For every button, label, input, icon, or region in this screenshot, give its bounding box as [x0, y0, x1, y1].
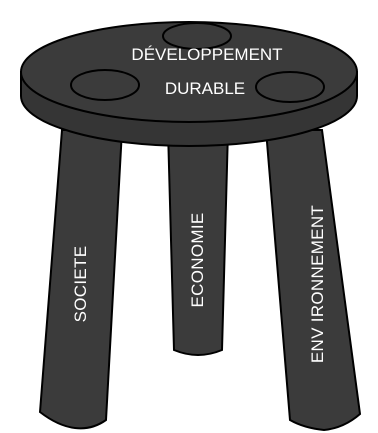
seat-title-line1: DÉVELOPPEMENT [131, 45, 282, 64]
seat-hole-top [162, 22, 232, 50]
leg-left-label: SOCIETE [71, 246, 90, 323]
seat-hole-left [70, 69, 140, 101]
legs [38, 129, 362, 432]
seat-title-line2: DURABLE [165, 79, 245, 98]
leg-right [264, 129, 362, 432]
seat-hole-right [255, 71, 325, 103]
seat-top [20, 21, 358, 123]
leg-left [38, 129, 124, 430]
leg-middle-label: ECONOMIE [188, 213, 207, 308]
leg-right-label: ENV IRONNEMENT [308, 205, 327, 363]
seat [20, 21, 358, 147]
leg-middle [166, 129, 230, 356]
